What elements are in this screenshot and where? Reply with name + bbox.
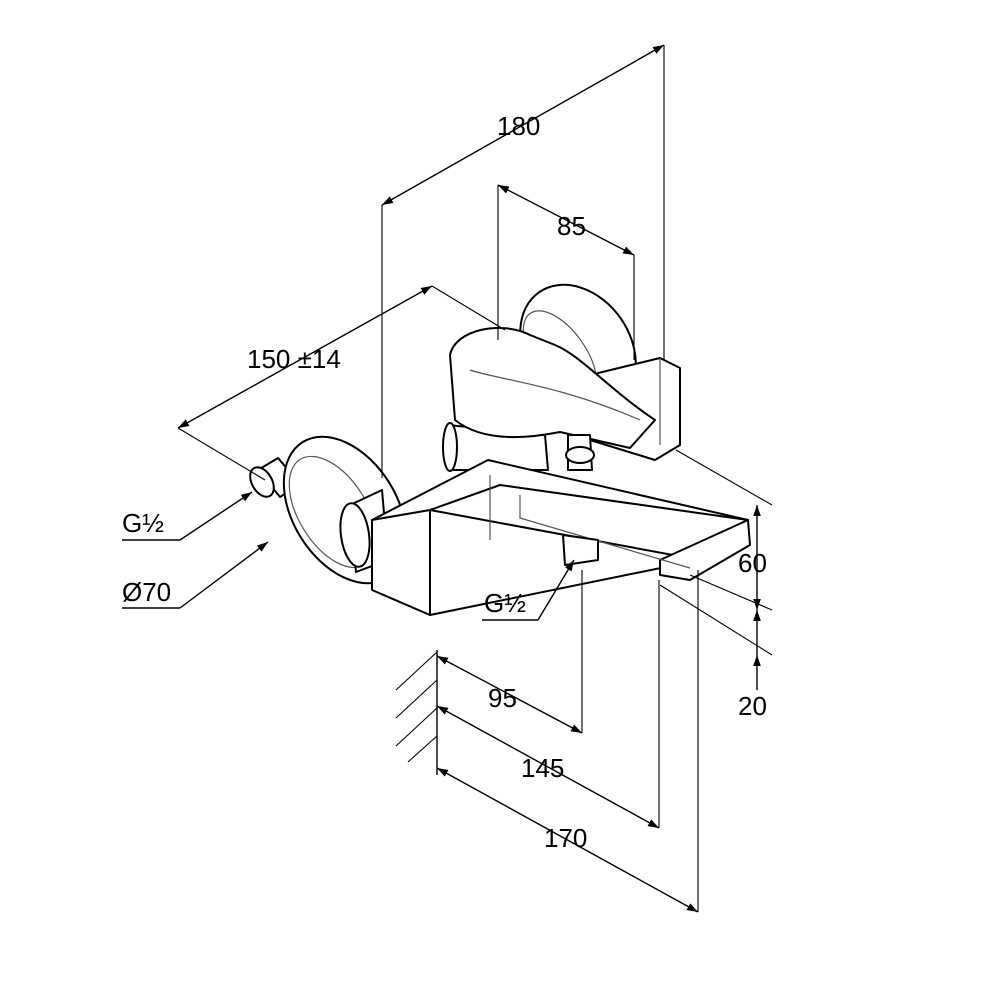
dim-line-150	[177, 285, 433, 429]
wall-hatching	[395, 650, 438, 775]
dim-line-170	[436, 767, 699, 913]
label-60: 60	[738, 548, 767, 578]
label-170: 170	[544, 823, 587, 853]
label-g-half-inlet: G½	[122, 508, 164, 538]
label-150: 150 ±14	[247, 344, 341, 374]
leader-lines	[122, 491, 575, 621]
label-20: 20	[738, 691, 767, 721]
mixer-body	[371, 327, 751, 616]
dimension-labels: 180 85 150 ±14 G½ Ø70 G½ 60 20 95 145 17…	[122, 111, 767, 853]
label-180: 180	[497, 111, 540, 141]
dim-line-85	[497, 184, 635, 256]
extension-lines	[177, 45, 773, 912]
label-g-half-outlet: G½	[484, 588, 526, 618]
label-95: 95	[488, 683, 517, 713]
label-85: 85	[557, 211, 586, 241]
dim-line-180	[381, 44, 665, 206]
label-diameter-70: Ø70	[122, 577, 171, 607]
label-145: 145	[521, 753, 564, 783]
dimension-lines	[177, 44, 761, 913]
